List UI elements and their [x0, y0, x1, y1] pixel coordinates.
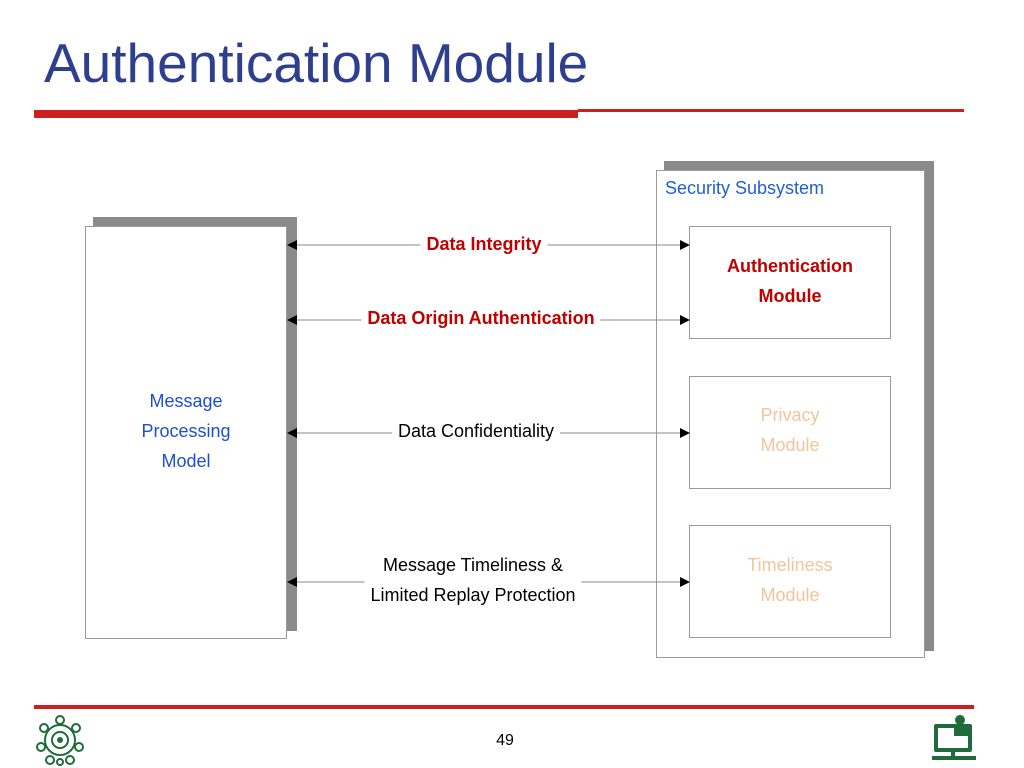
connection-label-line: Message Timeliness & — [382, 555, 564, 575]
page-number: 49 — [496, 732, 514, 749]
arrowhead-right — [680, 240, 690, 250]
arrowhead-right — [680, 428, 690, 438]
message-processing-model-box: Message Processing Model — [85, 226, 287, 639]
arrowhead-right — [680, 315, 690, 325]
arrowhead-left — [287, 428, 297, 438]
connection-label-data-confidentiality: Data Confidentiality — [391, 416, 561, 446]
connection-label-data-origin-authentication: Data Origin Authentication — [361, 303, 601, 333]
module-label-line: Authentication — [727, 256, 853, 276]
page-title: Authentication Module — [44, 32, 589, 94]
connection-label-line: Data Confidentiality — [397, 421, 555, 441]
message-processing-model-line: Processing — [141, 421, 231, 441]
security-subsystem-label: Security Subsystem — [665, 178, 825, 198]
privacy-module-label: Privacy Module — [690, 400, 890, 460]
message-processing-model-label: Message Processing Model — [86, 386, 286, 476]
footer-rule — [34, 705, 974, 709]
module-label-line: Module — [758, 286, 822, 306]
message-processing-model-line: Model — [161, 451, 211, 471]
module-label-line: Timeliness — [747, 555, 833, 575]
authentication-module-box: Authentication Module — [689, 226, 891, 339]
computer-user-icon — [932, 715, 976, 760]
connection-label-data-integrity: Data Integrity — [420, 229, 548, 259]
connection-label-line: Data Integrity — [426, 234, 542, 254]
privacy-module-box: Privacy Module — [689, 376, 891, 489]
authentication-module-label: Authentication Module — [690, 251, 890, 311]
timeliness-module-box: Timeliness Module — [689, 525, 891, 638]
module-label-line: Module — [760, 435, 820, 455]
module-label-line: Module — [760, 585, 820, 605]
connection-label-line: Data Origin Authentication — [367, 308, 595, 328]
arrowhead-right — [680, 577, 690, 587]
module-label-line: Privacy — [760, 405, 820, 425]
title-underline-thick — [34, 110, 578, 118]
timeliness-module-label: Timeliness Module — [690, 550, 890, 610]
arrowhead-left — [287, 577, 297, 587]
title-underline-thin — [578, 109, 964, 112]
connection-label-line: Limited Replay Protection — [370, 585, 576, 605]
connection-label-message-timeliness: Message Timeliness & Limited Replay Prot… — [364, 550, 582, 610]
message-processing-model-line: Message — [149, 391, 223, 411]
university-emblem-icon — [36, 715, 84, 766]
arrowhead-left — [287, 315, 297, 325]
arrowhead-left — [287, 240, 297, 250]
